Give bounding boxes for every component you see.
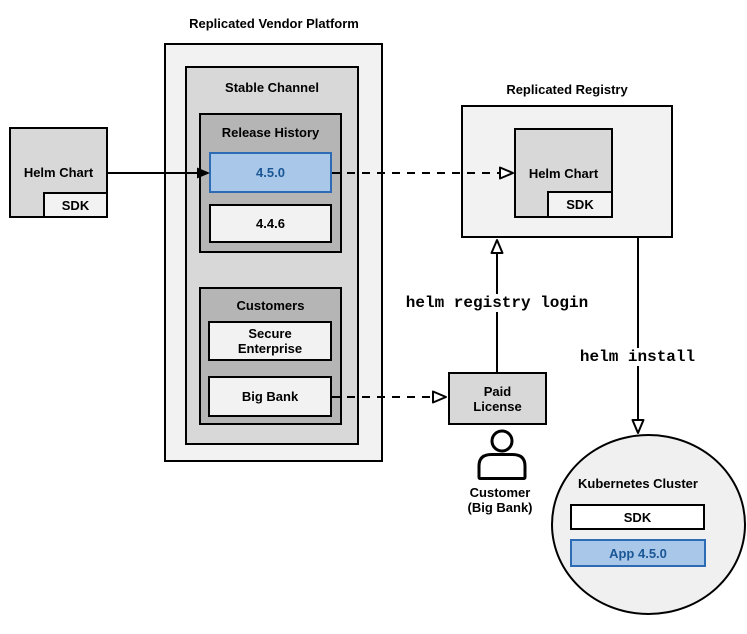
helm-install-arrow [631,238,645,434]
release-version-446-label: 4.4.6 [256,216,285,231]
source-sdk-box: SDK [43,192,108,218]
customer-big-bank: Big Bank [208,376,332,417]
customer-secure-enterprise-label: Secure Enterprise [237,326,303,356]
release-version-450: 4.5.0 [209,152,332,193]
vendor-platform-title: Replicated Vendor Platform [189,16,359,31]
release-version-450-label: 4.5.0 [256,165,285,180]
registry-sdk-box: SDK [547,191,613,218]
helm-registry-login-command: helm registry login [397,294,597,312]
customer-big-bank-label: Big Bank [241,389,299,404]
customer-secure-enterprise: Secure Enterprise [208,321,332,361]
paid-license-box: Paid License [448,372,547,425]
helm-install-command: helm install [577,348,698,366]
cluster-sdk-box: SDK [570,504,705,530]
cluster-app-box: App 4.5.0 [570,539,706,567]
cluster-app-label: App 4.5.0 [609,545,667,561]
customer-person-icon [477,429,527,480]
kubernetes-cluster-title: Kubernetes Cluster [578,476,698,491]
registry-helm-chart-label: Helm Chart [528,165,599,181]
cluster-sdk-label: SDK [623,509,652,525]
stable-channel-title: Stable Channel [225,80,319,95]
paid-license-label: Paid License [473,383,522,414]
customers-title: Customers [236,298,305,313]
registry-title: Replicated Registry [506,82,628,97]
source-sdk-label: SDK [61,197,90,213]
release-version-446: 4.4.6 [209,204,332,243]
customer-caption: Customer (Big Bank) [467,485,533,515]
release-history-title: Release History [221,125,320,140]
source-helm-chart-label: Helm Chart [23,165,94,180]
registry-sdk-label: SDK [566,197,594,212]
